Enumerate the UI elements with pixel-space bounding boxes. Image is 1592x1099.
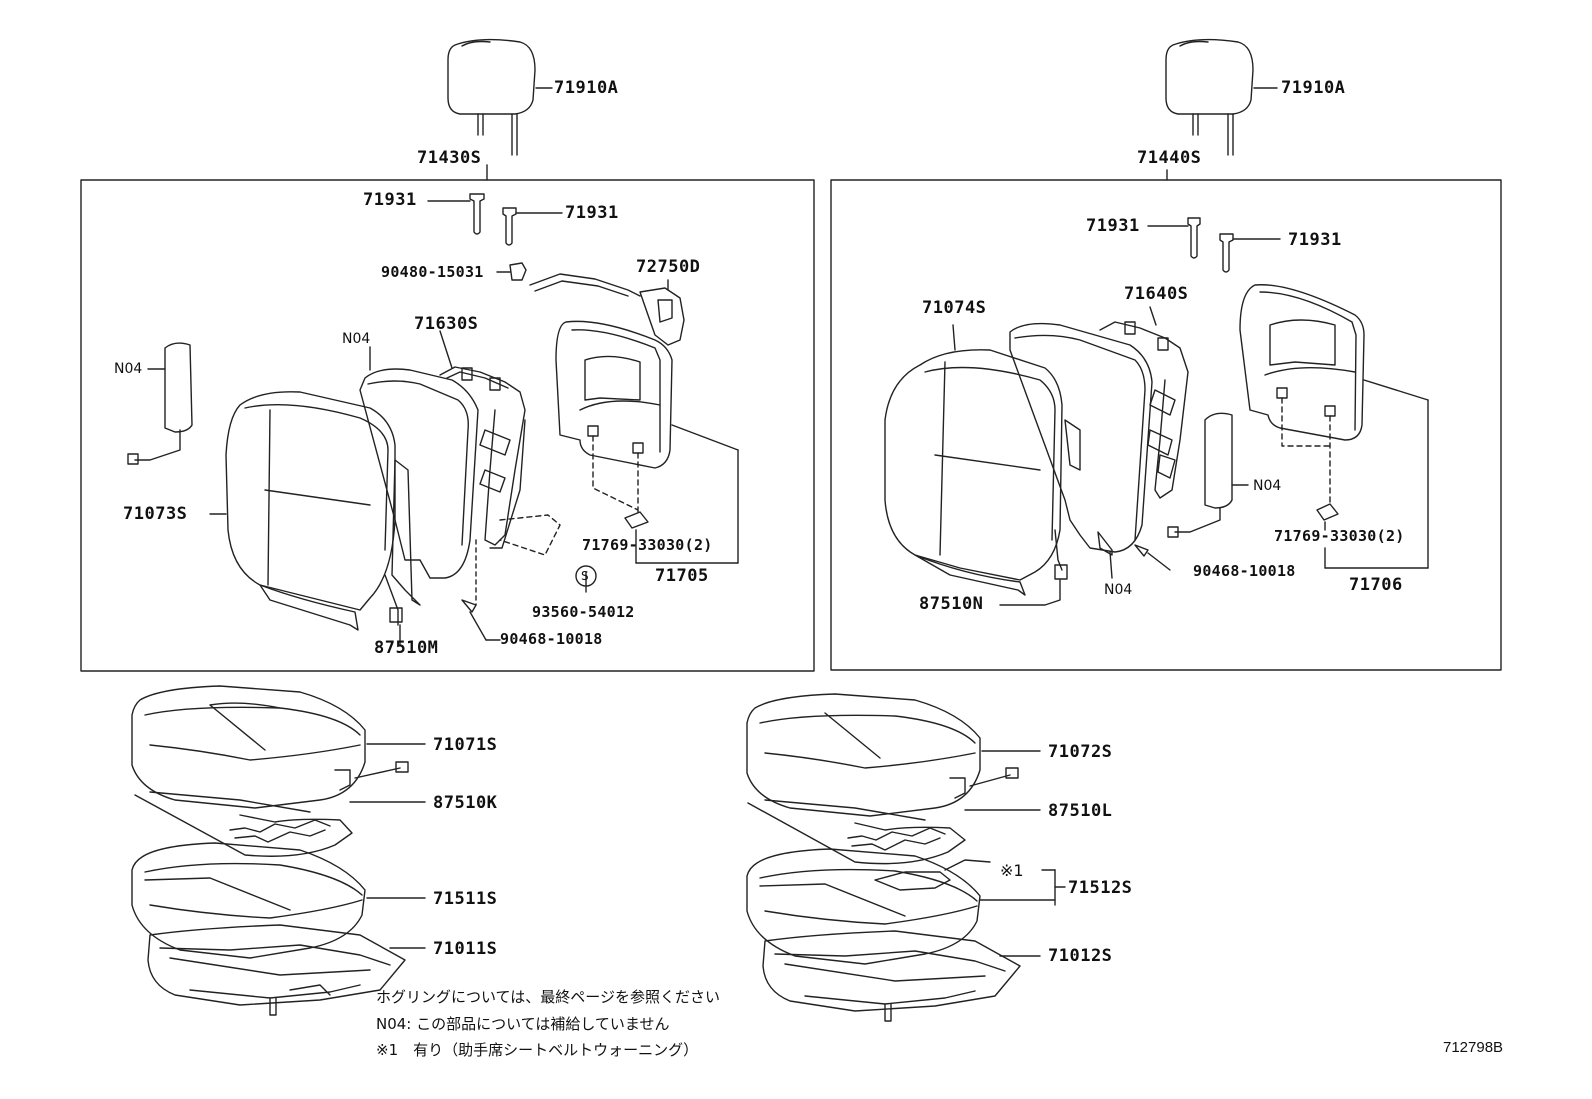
- s-mark-circle: [575, 565, 597, 587]
- left-cushion-cover-label: 71071S: [433, 735, 498, 755]
- left-n04-airbag-label: N04: [114, 361, 143, 377]
- left-seat-pad: [359, 346, 479, 606]
- left-cover-label: 71073S: [123, 504, 188, 524]
- right-cushion-mark-label: ※1: [1000, 861, 1024, 880]
- left-board-label: 71705: [655, 566, 709, 586]
- left-pin-b-label: 71931: [565, 203, 619, 223]
- right-cover-label: 71074S: [922, 298, 987, 318]
- right-wire-harness: [999, 529, 1068, 606]
- left-n04-top-label: N04: [342, 331, 371, 347]
- right-pin-b-label: 71931: [1288, 230, 1342, 250]
- right-cushion-frame: [762, 930, 1041, 1022]
- right-n04-airbag-label: N04: [1253, 478, 1282, 494]
- left-side-airbag: [127, 342, 193, 465]
- right-nut: [1109, 544, 1171, 579]
- left-assembly-label: 71430S: [417, 148, 482, 168]
- right-n04-bottom-label: N04: [1104, 582, 1133, 598]
- right-seatback-box: [830, 179, 1502, 671]
- left-seatback-box: [80, 179, 815, 672]
- left-pins: [427, 193, 563, 246]
- left-s-mark-label: S: [581, 569, 589, 583]
- left-cushion-pad-label: 71511S: [433, 889, 498, 909]
- right-headrest-label: 71910A: [1281, 78, 1346, 98]
- right-pin-a-label: 71931: [1086, 216, 1140, 236]
- left-wire-label: 87510M: [374, 638, 439, 658]
- right-nut-label: 90468-10018: [1193, 562, 1296, 580]
- note-mark-1: ※1 有り（助手席シートベルトウォーニング）: [376, 1041, 699, 1059]
- left-seat-cover: [209, 391, 396, 631]
- right-cushion-pad-label: 71512S: [1068, 878, 1133, 898]
- left-clip-label: 71769-33030(2): [582, 536, 713, 554]
- left-seat-frame: [439, 330, 597, 606]
- right-cushion-heater: [747, 799, 1041, 865]
- right-frame-label: 71640S: [1124, 284, 1189, 304]
- right-pins: [1147, 217, 1281, 273]
- right-clip-label: 71769-33030(2): [1274, 527, 1405, 545]
- left-cushion-frame-label: 71011S: [433, 939, 498, 959]
- right-cushion-heater-label: 87510L: [1048, 801, 1113, 821]
- left-cushion-heater: [134, 791, 426, 857]
- left-cushion-frame: [147, 924, 426, 1016]
- note-n04: N04: この部品については補給していません: [376, 1015, 670, 1033]
- right-cushion-cover: [746, 693, 1041, 817]
- left-cushion-cover: [131, 685, 426, 809]
- right-assembly-label: 71440S: [1137, 148, 1202, 168]
- left-nut-label: 90468-10018: [500, 630, 603, 648]
- right-seat-cover: [884, 324, 1063, 596]
- left-cushion-pad: [131, 842, 426, 959]
- left-rear-board: [555, 320, 739, 564]
- left-bolt-label: 90480-15031: [381, 263, 484, 281]
- left-lock-label: 72750D: [636, 257, 701, 277]
- right-cushion-pad: [746, 848, 1066, 965]
- left-screw-label: 93560-54012: [532, 603, 635, 621]
- left-lock-parts: [496, 262, 685, 346]
- note-hog-ring: ホグリングについては、最終ページを参照ください: [376, 988, 720, 1006]
- right-seat-pad: [1009, 322, 1153, 556]
- left-pin-a-label: 71931: [363, 190, 417, 210]
- right-cushion-frame-label: 71012S: [1048, 946, 1113, 966]
- left-cushion-heater-label: 87510K: [433, 793, 498, 813]
- left-wire-harness: [384, 574, 403, 646]
- right-cushion-cover-label: 71072S: [1048, 742, 1113, 762]
- right-rear-board: [1239, 284, 1429, 569]
- left-headrest: [447, 38, 553, 156]
- left-nut: [461, 599, 501, 641]
- right-seat-frame: [1099, 306, 1189, 499]
- right-headrest: [1165, 38, 1278, 156]
- right-side-airbag: [1167, 412, 1249, 538]
- diagram-reference-code: 712798B: [1443, 1039, 1504, 1056]
- right-wire-label: 87510N: [919, 594, 984, 614]
- left-frame-label: 71630S: [414, 314, 479, 334]
- right-board-label: 71706: [1349, 575, 1403, 595]
- left-headrest-label: 71910A: [554, 78, 619, 98]
